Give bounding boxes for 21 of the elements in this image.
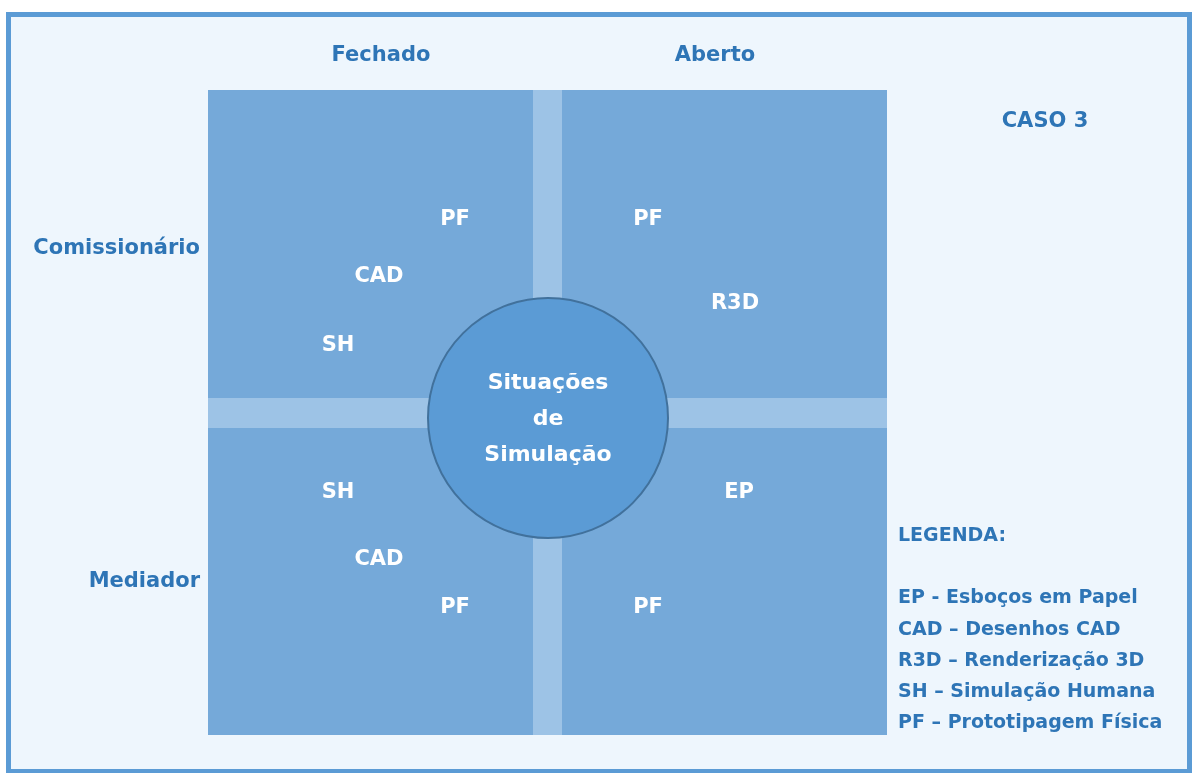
legend-entry: EP - Esboços em Papel bbox=[898, 585, 1138, 607]
method-abbreviation: CAD bbox=[354, 546, 404, 570]
legend-entry: SH – Simulação Humana bbox=[898, 679, 1156, 701]
method-abbreviation: SH bbox=[321, 479, 355, 503]
legend-entry: CAD – Desenhos CAD bbox=[898, 617, 1121, 639]
method-abbreviation: PF bbox=[440, 206, 470, 230]
legend-entry: R3D – Renderização 3D bbox=[898, 648, 1145, 670]
method-abbreviation: PF bbox=[633, 206, 663, 230]
circle-label: Situações de Simulação bbox=[483, 368, 613, 468]
method-abbreviation: R3D bbox=[710, 290, 760, 314]
method-abbreviation: EP bbox=[724, 479, 754, 503]
method-abbreviation: PF bbox=[440, 594, 470, 618]
method-abbreviation: CAD bbox=[354, 263, 404, 287]
row-heading: Mediador bbox=[88, 568, 200, 592]
column-heading: Fechado bbox=[331, 42, 431, 66]
column-heading: Aberto bbox=[674, 42, 756, 66]
method-abbreviation: SH bbox=[321, 332, 355, 356]
case-title: CASO 3 bbox=[1001, 108, 1089, 132]
method-abbreviation: PF bbox=[633, 594, 663, 618]
row-heading: Comissionário bbox=[33, 235, 200, 259]
legend-title: LEGENDA: bbox=[898, 523, 1006, 545]
